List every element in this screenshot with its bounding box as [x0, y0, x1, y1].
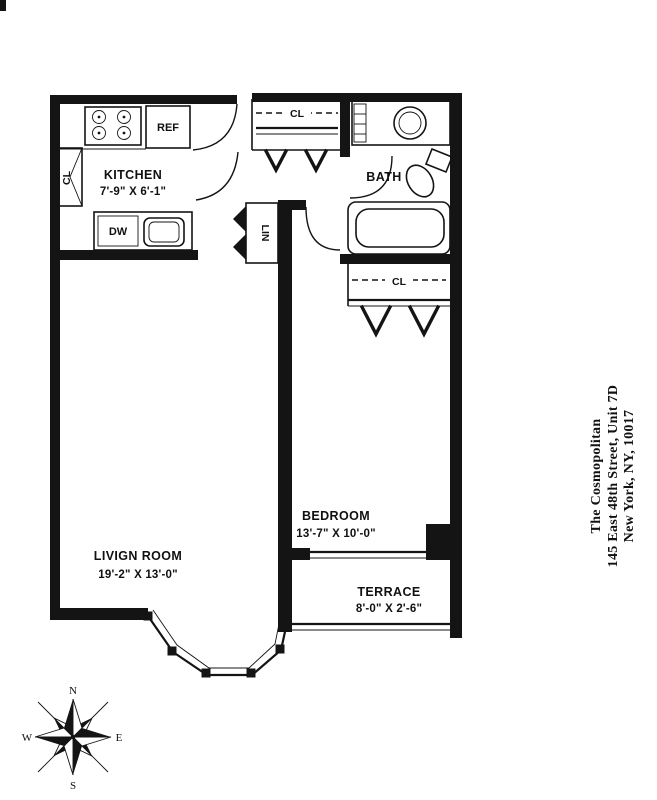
- bedroom-dims: 13'-7" X 10'-0": [296, 528, 375, 540]
- linen-closet: LIN: [233, 202, 279, 264]
- terrace: TERRACE 8'-0" X 2'-6": [292, 550, 452, 631]
- bath-name: BATH: [366, 170, 401, 184]
- dishwasher-counter: DW: [93, 211, 193, 251]
- kitchen-sink: [143, 217, 185, 247]
- entry-door-arcs: [192, 103, 239, 201]
- kitchen-closet-label: CL: [61, 170, 73, 185]
- closet-hook: [407, 304, 441, 338]
- terrace-name: TERRACE: [357, 585, 420, 599]
- address-line2: 145 East 48th Street, Unit 7D: [606, 385, 621, 568]
- closet-hook: [263, 148, 289, 174]
- bedroom-closet: CL: [347, 264, 450, 338]
- address-line1: The Cosmopolitan: [589, 419, 604, 534]
- living-room-dims: 19'-2" X 13'-0": [98, 569, 177, 581]
- bath-door-arc: [349, 155, 393, 199]
- living-room-name: LIVIGN ROOM: [94, 549, 182, 563]
- compass-east-label: E: [116, 732, 123, 744]
- hall-closet: CL: [251, 99, 342, 174]
- dishwasher-label: DW: [109, 226, 128, 238]
- bifold-door: [233, 234, 246, 260]
- compass-north-label: N: [69, 685, 77, 697]
- vanity-sink: [351, 100, 451, 146]
- compass-rose: N S W E: [22, 685, 123, 792]
- bedroom-name: BEDROOM: [302, 509, 370, 523]
- closet-hook: [359, 304, 393, 338]
- bay-window: [143, 609, 292, 678]
- bathroom: BATH: [347, 100, 454, 255]
- walls: [50, 93, 462, 638]
- kitchen-closet: CL: [53, 147, 83, 207]
- address-line3: New York, NY, 10017: [622, 410, 637, 543]
- closet-hook: [303, 148, 329, 174]
- kitchen-name: KITCHEN: [104, 168, 162, 182]
- kitchen: REF CL DW KITCHEN 7'-9" X 6'-1": [53, 105, 193, 251]
- bathtub: [347, 201, 451, 255]
- scan-artifact: [0, 0, 6, 11]
- address-block: The Cosmopolitan 145 East 48th Street, U…: [589, 385, 637, 568]
- linen-closet-label: LIN: [259, 225, 271, 242]
- compass-points-long: [34, 698, 112, 776]
- refrigerator: REF: [145, 105, 191, 149]
- stove: [84, 106, 142, 146]
- bifold-door: [233, 206, 246, 232]
- kitchen-dims: 7'-9" X 6'-1": [100, 186, 166, 198]
- compass-south-label: S: [70, 780, 76, 792]
- toilet: [405, 147, 454, 198]
- hall-closet-label: CL: [290, 108, 305, 120]
- terrace-dims: 8'-0" X 2'-6": [356, 603, 422, 615]
- compass-west-label: W: [22, 732, 33, 744]
- bedroom-door-arc: [305, 206, 341, 251]
- refrigerator-label: REF: [157, 122, 179, 134]
- bedroom-closet-label: CL: [392, 276, 407, 288]
